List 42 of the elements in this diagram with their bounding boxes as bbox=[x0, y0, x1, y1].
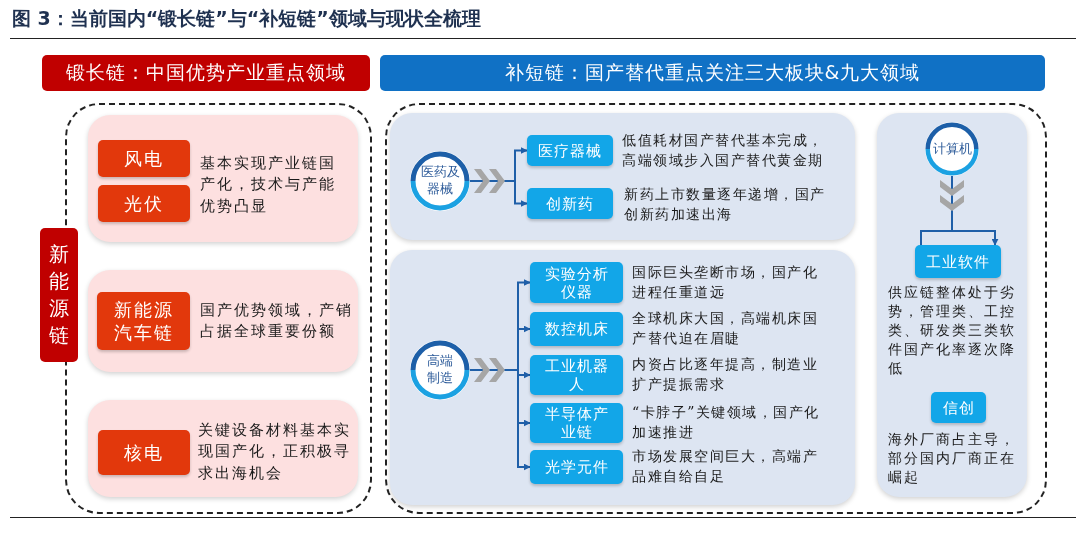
category-tag: 新能源链 bbox=[40, 228, 78, 362]
double-chevron-arrow bbox=[474, 169, 505, 193]
double-chevron-arrow bbox=[474, 358, 505, 382]
description-text: 全球机床大国，高端机床国产替代迫在眉睫 bbox=[632, 309, 819, 348]
sector-tag: 光伏 bbox=[98, 185, 190, 222]
description-text: 市场发展空间巨大，高端产品难自给自足 bbox=[632, 447, 819, 486]
sector-tag: 新能源汽车链 bbox=[97, 292, 190, 350]
field-tag: 医疗器械 bbox=[527, 135, 613, 166]
field-tag: 工业软件 bbox=[915, 245, 1001, 278]
field-tag: 创新药 bbox=[527, 188, 613, 219]
sector-tag: 风电 bbox=[98, 140, 190, 177]
description-text: 基本实现产业链国产化，技术与产能优势凸显 bbox=[200, 153, 337, 217]
description-text: 国际巨头垄断市场，国产化进程任重道远 bbox=[632, 263, 819, 302]
field-tag: 光学元件 bbox=[530, 450, 623, 484]
sector-tag: 核电 bbox=[98, 430, 190, 475]
category-card bbox=[88, 115, 358, 242]
section-header-band: 锻长链：中国优势产业重点领域 bbox=[42, 55, 370, 91]
category-card bbox=[88, 270, 358, 372]
field-tag: 实验分析仪器 bbox=[530, 262, 623, 303]
description-text: 国产优势领域，产销占据全球重要份额 bbox=[200, 300, 354, 343]
sector-circle: 高端制造 bbox=[410, 340, 470, 400]
sector-card bbox=[877, 113, 1027, 497]
double-chevron-arrow bbox=[940, 180, 964, 211]
sector-circle: 医药及器械 bbox=[410, 151, 470, 211]
category-card bbox=[88, 400, 358, 497]
figure-title: 图 3：当前国内“锻长链”与“补短链”领域与现状全梳理 bbox=[12, 7, 481, 30]
description-text: 新药上市数量逐年递增，国产创新药加速出海 bbox=[624, 185, 827, 224]
section-header-band: 补短链：国产替代重点关注三大板块&九大领域 bbox=[380, 55, 1045, 91]
field-tag: 工业机器人 bbox=[530, 355, 623, 395]
description-text: 海外厂商占主导，部分国内厂商正在崛起 bbox=[888, 430, 1017, 487]
field-tag: 数控机床 bbox=[530, 312, 623, 346]
field-tag: 半导体产业链 bbox=[530, 403, 623, 443]
bracket-connector bbox=[920, 175, 999, 246]
sector-card bbox=[390, 250, 855, 505]
description-text: 供应链整体处于劣势，管理类、工控类、研发类三类软件国产化率逐次降低 bbox=[888, 283, 1017, 378]
sector-circle: 计算机 bbox=[925, 122, 979, 176]
sector-card bbox=[390, 113, 855, 240]
description-text: 低值耗材国产替代基本完成，高端领域步入国产替代黄金期 bbox=[622, 131, 825, 170]
field-tag: 信创 bbox=[931, 392, 986, 423]
description-text: 内资占比逐年提高，制造业扩产提振需求 bbox=[632, 355, 819, 394]
description-text: 关键设备材料基本实现国产化，正积极寻求出海机会 bbox=[198, 420, 352, 484]
description-text: “卡脖子”关键领域，国产化加速推进 bbox=[632, 403, 821, 442]
